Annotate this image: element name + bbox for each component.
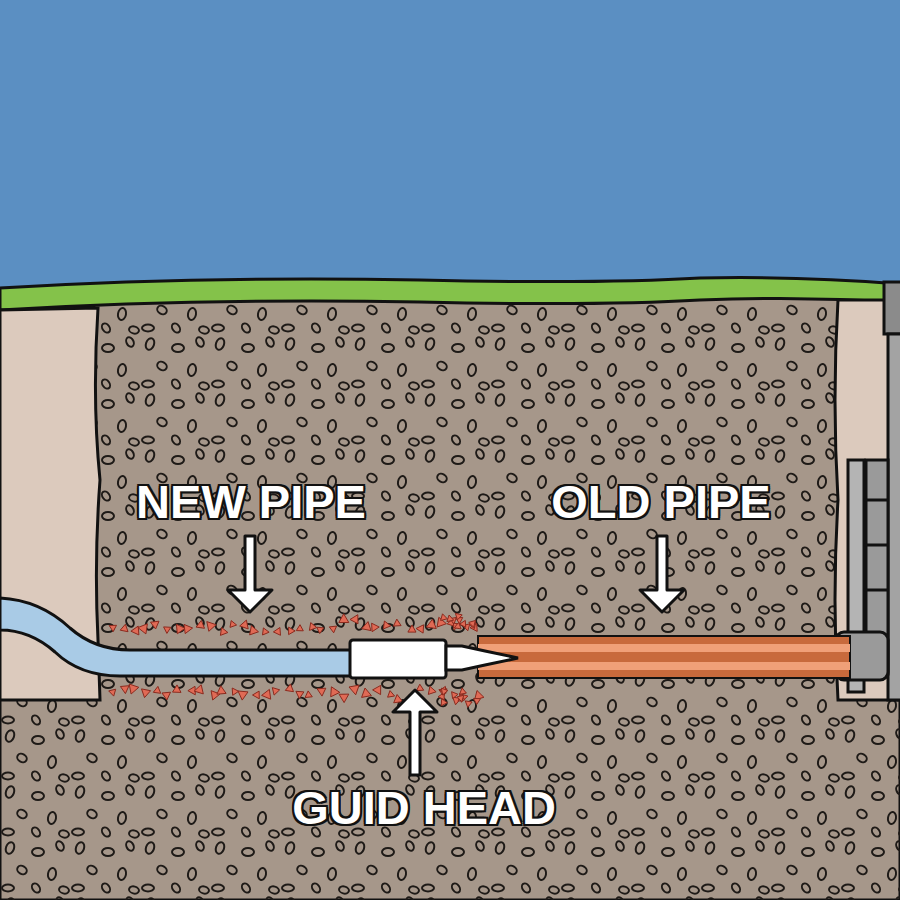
debris-chip [416,625,424,633]
debris-chip [373,685,381,694]
debris-chip [469,621,476,628]
debris-chip [362,622,371,631]
debris-chip [151,621,160,629]
debris-chip [428,686,436,694]
pebble-texture [0,290,900,900]
debris-chip [362,688,372,697]
debris-chip [349,685,359,695]
debris-chip [220,628,228,636]
debris-chip [153,686,160,693]
debris-chip [339,694,349,703]
debris-chip [289,627,296,635]
debris-chip [285,684,293,692]
debris-chip [109,689,116,696]
debris-chip [109,625,116,631]
debris-chip [263,628,270,635]
debris-chip [474,698,481,704]
debris-chip [253,691,260,699]
grass [0,278,900,310]
debris-chip [317,627,324,633]
debris-chip [138,624,148,634]
debris-chip [394,695,403,703]
debris-chip [317,688,326,696]
debris-chip [331,687,340,697]
debris-chip [273,628,280,636]
debris-chip [417,684,424,690]
debris-chip [272,688,279,696]
debris-chip [383,621,390,629]
debris-chip [262,689,271,699]
debris-chip [452,692,458,699]
debris-chip [120,624,128,632]
debris-chip [240,620,249,629]
debris-chip [142,689,151,698]
debris-chip [408,625,416,632]
debris-chip [250,626,259,635]
debris-chip [120,686,129,694]
debris-chip [296,691,304,698]
debris-chip [129,684,139,694]
debris-chip [296,625,303,631]
debris-chip [460,620,466,627]
debris-chip [339,614,349,623]
debris-chip [460,688,467,695]
part-label: GUID HEAD [292,780,556,835]
debris-chip [164,627,171,634]
debris-chip [441,614,448,621]
debris-chip [372,623,380,632]
guide-head [350,640,518,678]
debris-chip [162,692,171,700]
debris-chip [184,624,193,633]
debris-chip [194,685,203,694]
debris-chip [388,691,395,698]
debris-chip [217,686,226,694]
debris-chip [458,695,465,702]
soil [0,290,900,900]
debris-chip [426,619,436,628]
part-label: NEW PIPE [136,474,366,529]
debris-chip [232,688,239,695]
leader-arrow [228,536,684,775]
debris-chip [238,691,248,700]
debris-chip [447,615,454,622]
debris-chip [207,622,216,632]
debris-chip [196,620,204,628]
debris-chip [441,688,448,695]
debris-chip [465,701,472,708]
debris-chip [455,613,462,620]
old-pipe [478,636,850,678]
new-pipe [0,598,355,676]
debris-chip [309,623,316,631]
debris-chip [457,695,464,702]
part-label: OLD PIPE [551,474,770,529]
debris-chip [173,685,182,693]
debris-chip [329,626,336,633]
debris-chip [393,619,401,626]
debris-chip [305,691,312,698]
debris-chip [230,621,237,628]
debris-chip [350,615,358,624]
